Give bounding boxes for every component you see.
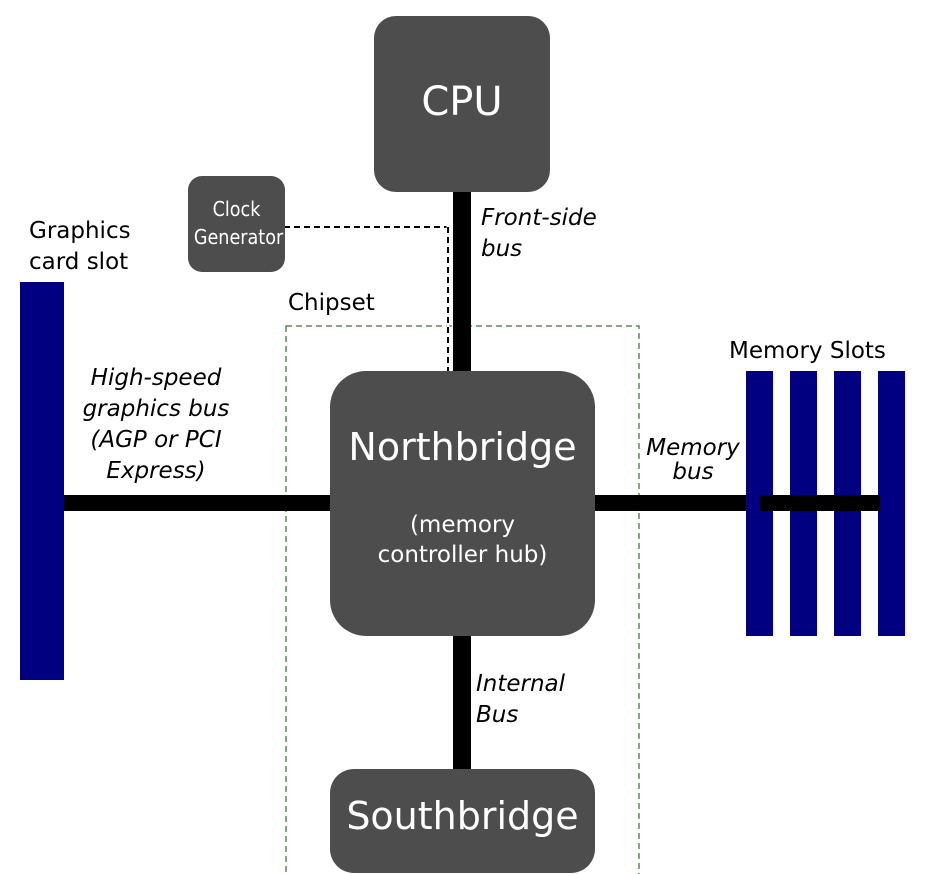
- memory-bus-label-line1: Memory: [646, 435, 740, 461]
- graphics-card-slot: [20, 282, 64, 680]
- northbridge-sublabel-line1: (memory: [409, 512, 516, 538]
- memory-bus-label-line2: bus: [672, 459, 714, 485]
- clock-generator-label-line1: Clock: [212, 197, 261, 221]
- internal-bus-label-line1: Internal: [476, 671, 566, 697]
- northbridge-box: [330, 371, 595, 636]
- front-side-bus-label-line2: bus: [481, 236, 523, 262]
- memory-slot-4: [878, 371, 905, 636]
- northbridge-sublabel-line2: controller hub): [377, 542, 548, 568]
- cpu-box: [374, 16, 550, 192]
- graphics-bus-label-line4: Express): [106, 458, 206, 484]
- chipset-region: [285, 325, 640, 874]
- chipset-label: Chipset: [288, 290, 375, 316]
- clock-generator-label-line2: Generator: [193, 225, 284, 249]
- graphics-bus-label-line3: (AGP or PCI: [90, 427, 222, 453]
- southbridge-label: Southbridge: [346, 794, 579, 838]
- clock-generator-box: [188, 176, 285, 272]
- northbridge-label: Northbridge: [348, 425, 577, 469]
- graphics-bus-label-line2: graphics bus: [82, 396, 230, 422]
- southbridge-box: [330, 769, 595, 873]
- memory-slots-label: Memory Slots: [729, 338, 886, 364]
- internal-bus-label-line2: Bus: [476, 702, 519, 728]
- graphics-slot-label-line1: Graphics: [29, 218, 131, 244]
- graphics-slot-label-line2: card slot: [29, 249, 129, 275]
- front-side-bus-label-line1: Front-side: [481, 205, 597, 231]
- graphics-bus-label-line1: High-speed: [90, 365, 222, 391]
- cpu-label: CPU: [421, 79, 503, 125]
